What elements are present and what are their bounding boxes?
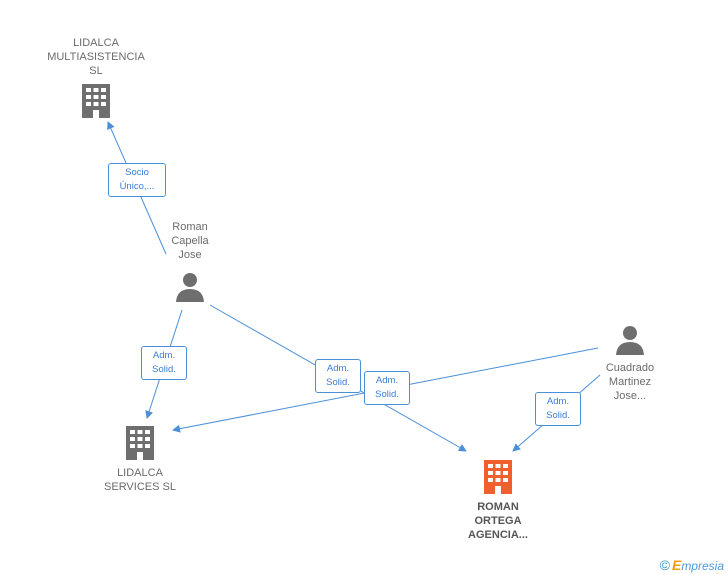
node-label: Roman Capella Jose (171, 221, 209, 261)
copyright-icon: © (659, 557, 670, 573)
building-icon (484, 460, 512, 494)
edge-label-adm-solid[interactable]: Adm. Solid. (364, 371, 410, 405)
node-lidalca-multiasistencia[interactable]: LIDALCA MULTIASISTENCIA SL (36, 36, 156, 118)
brand-e: E (671, 557, 682, 573)
building-icon (82, 84, 110, 118)
node-label: ROMAN ORTEGA AGENCIA... (468, 501, 528, 541)
node-label: LIDALCA MULTIASISTENCIA SL (47, 37, 145, 77)
person-icon (616, 326, 644, 355)
node-roman-capella[interactable]: Roman Capella Jose (150, 220, 230, 302)
node-cuadrado-martinez[interactable]: Cuadrado Martinez Jose... (588, 325, 672, 403)
building-icon (126, 426, 154, 460)
node-lidalca-services[interactable]: LIDALCA SERVICES SL (90, 426, 190, 494)
edge-label-adm-solid[interactable]: Adm. Solid. (315, 359, 361, 393)
node-roman-ortega[interactable]: ROMAN ORTEGA AGENCIA... (450, 460, 546, 542)
edge-label-adm-solid[interactable]: Adm. Solid. (141, 346, 187, 380)
edge-label-adm-solid[interactable]: Adm. Solid. (535, 392, 581, 426)
person-icon (176, 273, 204, 302)
edge-label-socio-unico[interactable]: Socio Único,... (108, 163, 166, 197)
node-label: LIDALCA SERVICES SL (104, 467, 176, 493)
node-label: Cuadrado Martinez Jose... (605, 362, 655, 402)
brand-rest: mpresia (681, 559, 724, 573)
empresia-watermark: ©Empresia (660, 557, 724, 573)
